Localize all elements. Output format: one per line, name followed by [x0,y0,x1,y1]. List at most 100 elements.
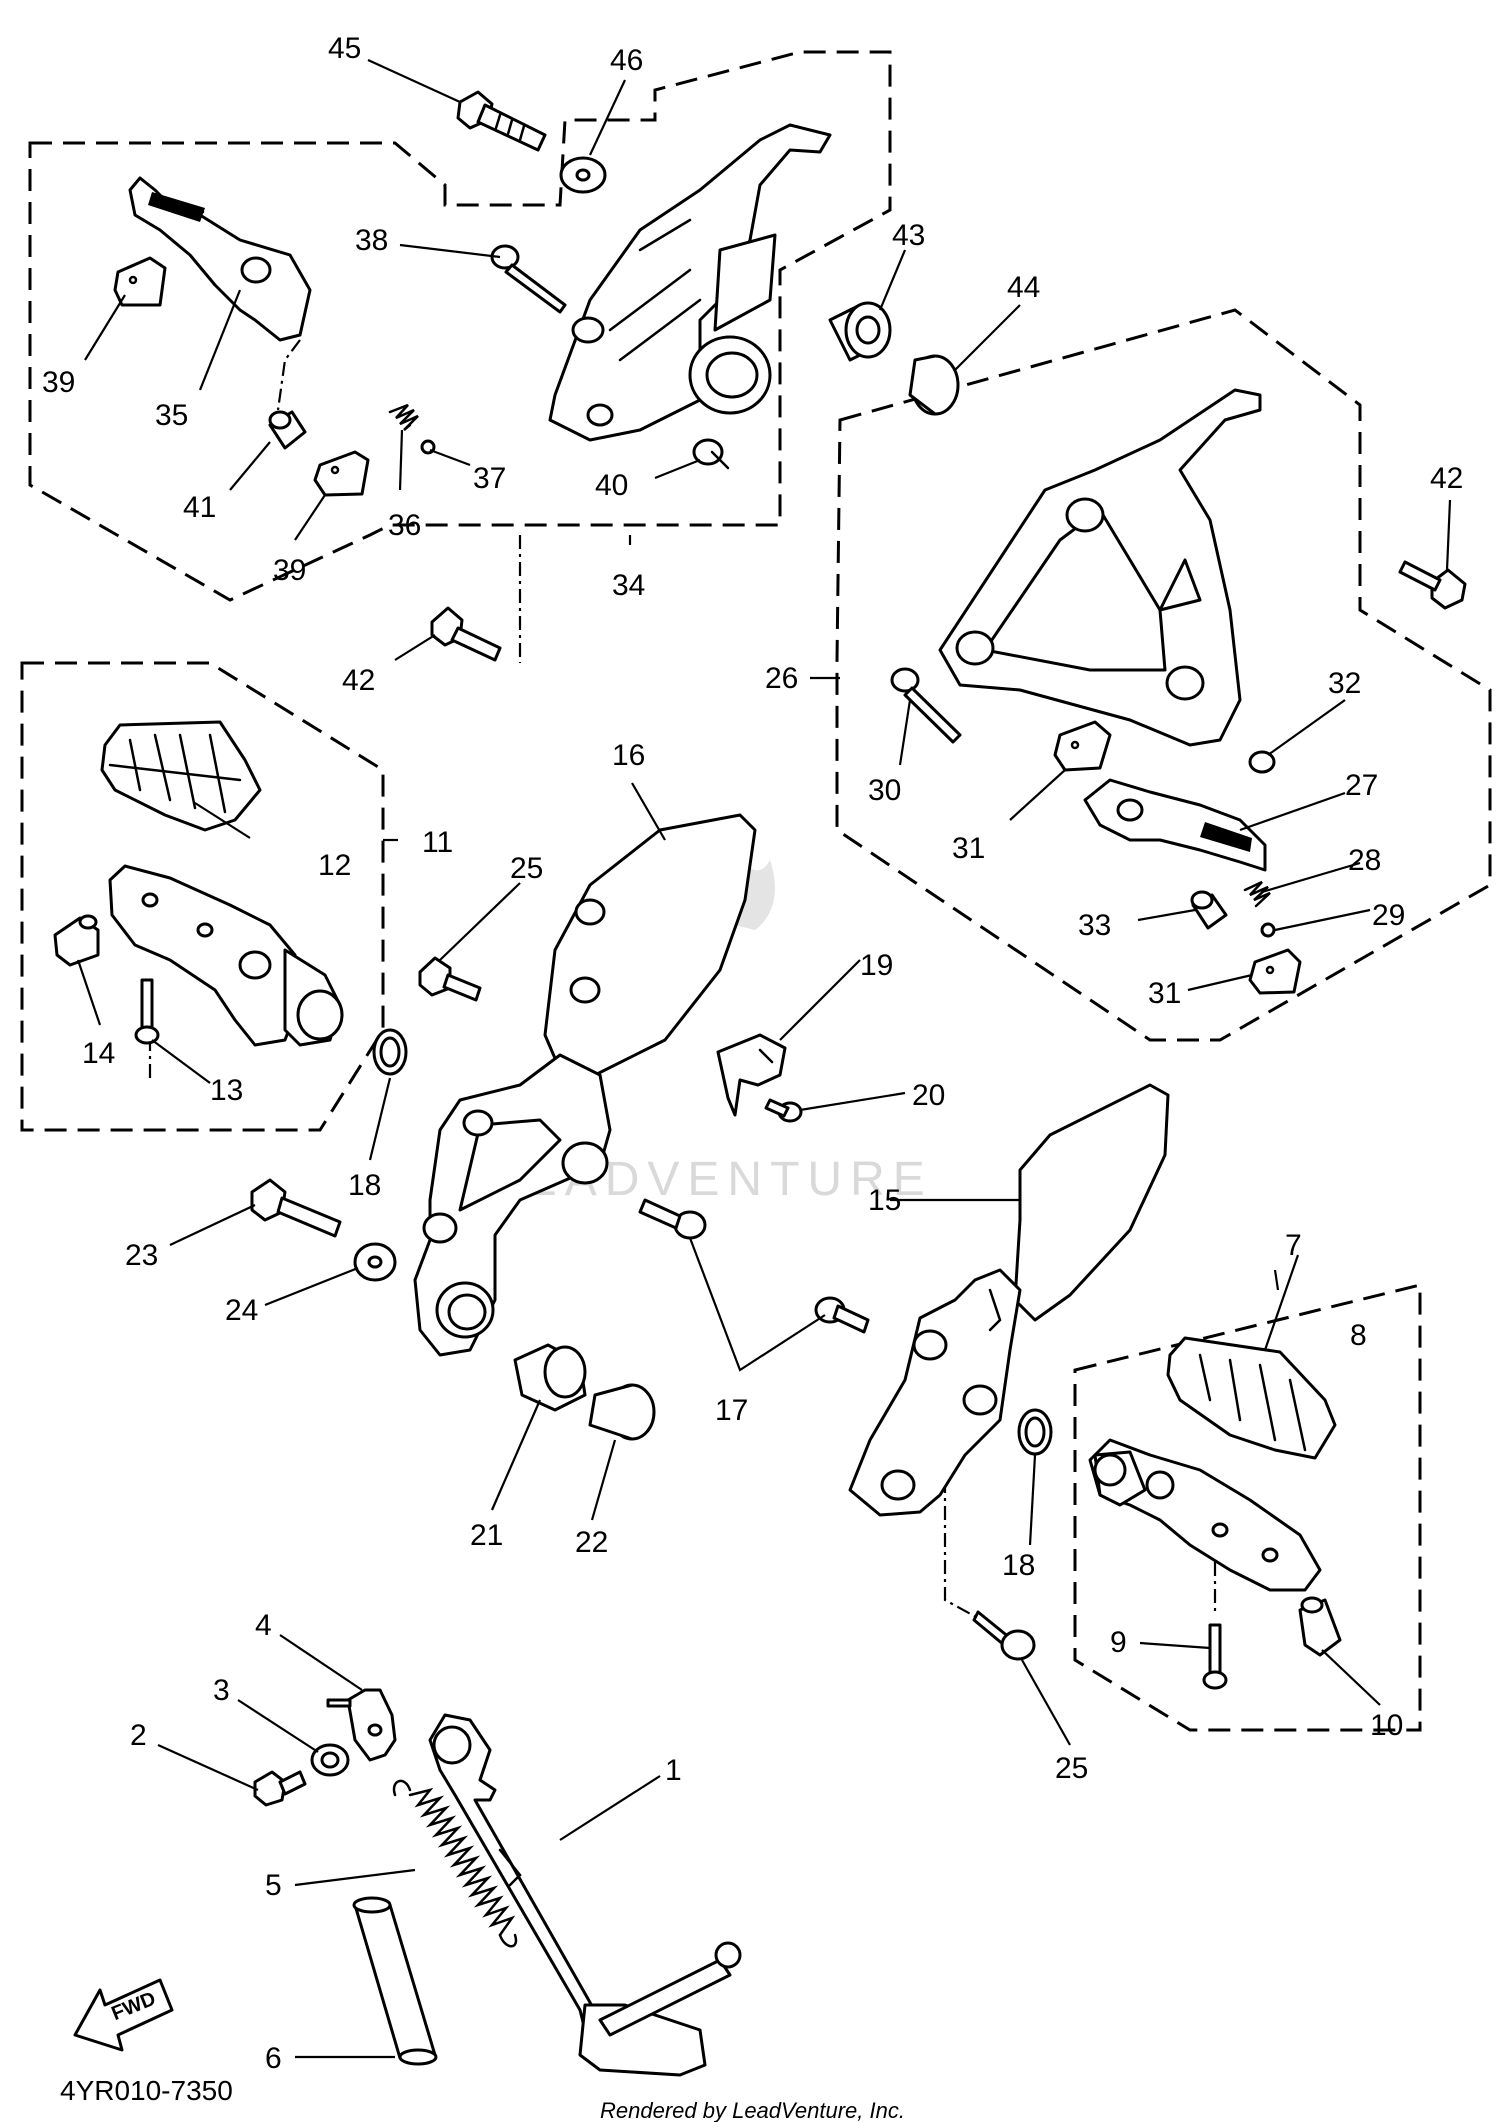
callout-30: 30 [868,774,901,807]
callout-31-upper: 31 [952,832,985,865]
callout-40: 40 [595,469,628,502]
callout-35: 35 [155,399,188,432]
callout-27: 27 [1345,769,1378,802]
plate-4 [326,1688,397,1762]
pad-31-upper [1053,720,1112,772]
collar-22 [588,1383,656,1441]
callout-21: 21 [470,1519,503,1552]
callout-18-right: 18 [1002,1549,1035,1582]
bolt-40 [692,438,730,470]
callout-6: 6 [265,2042,282,2075]
callout-numbers: 45 46 38 43 44 39 35 41 36 39 37 40 34 4… [42,32,1463,2075]
callout-12: 12 [318,849,351,882]
callout-41: 41 [183,491,216,524]
pin-33 [1190,890,1228,930]
bolt-25-upper [418,956,482,1002]
group-outline-11 [20,661,385,1132]
callout-3: 3 [213,1674,230,1707]
callout-43: 43 [892,219,925,252]
callout-33: 33 [1078,909,1111,942]
screw-20 [764,1098,803,1123]
bolt-17-left [638,1198,707,1240]
damper-3 [310,1743,350,1777]
callout-7: 7 [1285,1229,1302,1262]
screw-9 [1202,1623,1228,1690]
leader-lines [76,58,1452,2059]
callout-25-upper: 25 [510,852,543,885]
pad-31-lower [1248,948,1302,995]
callout-34: 34 [612,569,645,602]
spring-5 [392,1779,518,1948]
callout-31-lower: 31 [1148,977,1181,1010]
washer-18-left [372,1028,408,1076]
bolt-2 [253,1770,307,1807]
callout-13: 13 [210,1074,243,1107]
pin-10 [1298,1596,1342,1657]
callout-10: 10 [1370,1709,1403,1742]
callout-15: 15 [868,1184,901,1217]
diagram-id: 4YR010-7350 [60,2075,233,2106]
bracket-16 [413,1053,612,1357]
callout-44: 44 [1007,271,1040,304]
callout-26: 26 [765,662,798,695]
washer-18-right [1017,1408,1053,1456]
nut-32 [1248,750,1276,774]
callout-8: 8 [1350,1319,1367,1352]
footrest-35 [128,176,312,342]
callout-18-left: 18 [348,1169,381,1202]
callout-4: 4 [255,1609,272,1642]
footrest-rubber-8 [1166,1336,1337,1460]
callout-5: 5 [265,1869,282,1902]
callout-45: 45 [328,32,361,65]
callout-39-lower: 39 [273,554,306,587]
pad-39-upper [113,256,167,307]
washer-46 [559,156,607,194]
callout-39-upper: 39 [42,366,75,399]
callout-20: 20 [912,1079,945,1112]
bolt-25-lower [972,1610,1036,1661]
callout-14: 14 [82,1037,115,1070]
bolt-23 [250,1178,342,1238]
bracket-34 [548,123,832,442]
pin-14 [53,914,100,967]
clip-19 [716,1033,787,1117]
bolt-17-right [814,1296,870,1334]
callout-38: 38 [355,224,388,257]
screw-13 [134,978,160,1045]
callout-29: 29 [1372,899,1405,932]
callout-32: 32 [1328,667,1361,700]
bolt-42-left [430,606,502,662]
callout-19: 19 [860,949,893,982]
callout-28: 28 [1348,844,1381,877]
callout-11: 11 [422,826,453,859]
callout-17: 17 [715,1394,748,1427]
collar-44 [908,354,960,416]
render-credit: Rendered by LeadVenture, Inc. [600,2098,905,2122]
callout-42-right: 42 [1430,462,1463,495]
bushing-43 [828,301,892,362]
footrest-27 [1083,778,1267,872]
callout-24: 24 [225,1294,258,1327]
bolt-45 [456,90,547,152]
spring-36 [388,403,419,431]
callout-46: 46 [610,44,643,77]
fwd-arrow-icon: FWD [73,1978,174,2052]
pin-41 [268,410,307,450]
callout-16: 16 [612,739,645,772]
tube-6 [352,1896,438,2066]
group-outline-34 [28,50,892,602]
heel-guard-16 [543,813,757,1077]
callout-25-lower: 25 [1055,1752,1088,1785]
callout-36: 36 [388,509,421,542]
pad-39-lower [313,450,370,497]
callout-22: 22 [575,1526,608,1559]
callout-9: 9 [1110,1626,1127,1659]
footrest-11 [108,864,344,1047]
callout-2: 2 [130,1719,147,1752]
group-outline-26 [835,308,1492,1042]
sidestand-1 [428,1713,742,2077]
bushing-21 [513,1343,587,1412]
footrest-7 [1088,1438,1322,1592]
bolt-38 [490,244,567,314]
